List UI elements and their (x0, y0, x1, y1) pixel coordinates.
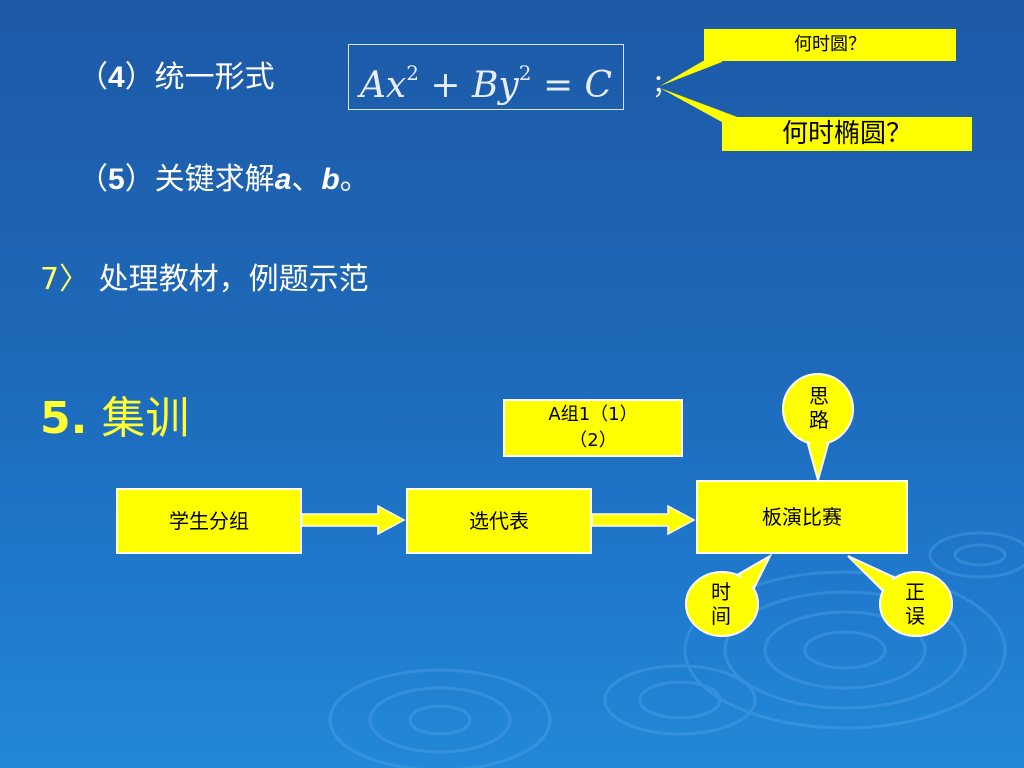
item-7-number: 7〉 (40, 262, 90, 297)
item-5-key-solve: （5）关键求解a、b。 (78, 154, 370, 198)
flow-box-select-representative: 选代表 (406, 488, 592, 554)
bubble-correctness-text: 正 误 (895, 580, 935, 628)
group-label-box: A组1（1） （2） (503, 399, 683, 457)
flow-box-board-contest: 板演比赛 (696, 480, 908, 554)
section-number: 5. (40, 393, 88, 444)
item-4-unified-form: （4）统一形式 (78, 52, 275, 96)
item-7-textbook: 7〉 处理教材，例题示范 (40, 254, 369, 298)
bubble-correctness-char-2: 误 (905, 604, 925, 628)
formula-term-b: + By (418, 65, 519, 106)
group-label-line-1: A组1（1） (548, 404, 638, 425)
item-5-label: ）关键求解 (124, 162, 275, 197)
section-heading: 5. 集训 (40, 382, 189, 446)
formula-exp-2: 2 (518, 61, 532, 85)
bubble-time-text: 时 间 (701, 580, 741, 628)
callout-when-ellipse: 何时椭圆？ (722, 117, 972, 151)
bubble-thinking-text: 思 路 (799, 384, 839, 432)
bubble-correctness-char-1: 正 (905, 580, 925, 604)
formula-box: Ax2 + By2 = C (348, 44, 624, 110)
formula-exp-1: 2 (406, 61, 419, 85)
semicolon: ； (652, 70, 679, 100)
bubble-time-char-2: 间 (711, 604, 731, 628)
item-5-period: 。 (339, 162, 370, 197)
bubble-thinking-char-1: 思 (809, 384, 829, 408)
item-5-number: 5 (108, 163, 125, 196)
flow-box-student-groups: 学生分组 (116, 488, 302, 554)
flow-arrow-2 (591, 504, 696, 536)
item-4-number: 4 (108, 61, 125, 94)
item-4-bracket: （ (78, 60, 108, 95)
item-5-bracket: （ (78, 162, 108, 197)
group-label-line-2: （2） (569, 430, 617, 451)
flow-arrow-1 (301, 504, 406, 536)
item-7-label: 处理教材，例题示范 (89, 262, 369, 297)
item-5-separator: 、 (291, 162, 322, 197)
item-5-var-a: a (274, 163, 292, 196)
bubble-thinking-char-2: 路 (809, 408, 829, 432)
item-4-label: ）统一形式 (124, 60, 275, 95)
section-title: 集训 (87, 393, 190, 444)
formula-term-a: Ax (359, 65, 407, 106)
formula-rhs: = C (531, 65, 613, 106)
bubble-time-char-1: 时 (711, 580, 731, 604)
item-5-var-b: b (321, 163, 340, 196)
callout-when-circle: 何时圆？ (704, 29, 956, 61)
